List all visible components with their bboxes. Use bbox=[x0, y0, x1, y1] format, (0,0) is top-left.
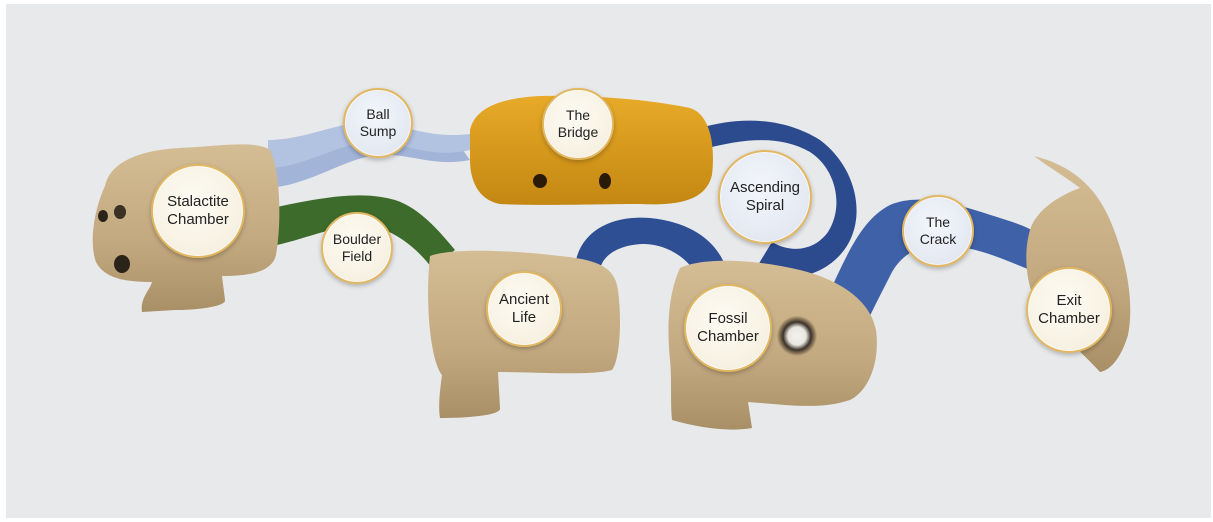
label-ancient-line1: Ancient bbox=[498, 291, 550, 309]
label-crack-line1: The bbox=[925, 214, 951, 231]
label-stalactite-line1: Stalactite bbox=[167, 193, 229, 211]
bridge-hole-left bbox=[533, 174, 547, 188]
label-bridge-line2: Bridge bbox=[557, 124, 599, 140]
label-exit-line2: Chamber bbox=[1038, 310, 1100, 327]
stalactite-hole-3 bbox=[114, 255, 130, 273]
label-crack-line2: Crack bbox=[919, 231, 957, 247]
tunnel-ascending-spiral bbox=[700, 120, 857, 277]
label-ball-sump-line2: Sump bbox=[359, 123, 397, 139]
fossil-tunnel-opening bbox=[777, 316, 817, 356]
cave-model bbox=[92, 95, 1131, 430]
bridge-hole-right bbox=[599, 173, 611, 189]
label-boulder-line1: Boulder bbox=[332, 231, 382, 248]
stalactite-hole-2 bbox=[114, 205, 126, 219]
label-fossil-line2: Chamber bbox=[697, 328, 759, 345]
label-ascending-line2: Spiral bbox=[745, 197, 785, 214]
tunnel-fossil-arch bbox=[575, 217, 725, 280]
label-fossil-line1: Fossil bbox=[708, 310, 748, 328]
label-ancient-line2: Life bbox=[511, 309, 537, 326]
tunnel-ball-sump-upper bbox=[268, 121, 470, 168]
label-stalactite-line2: Chamber bbox=[167, 211, 229, 228]
label-ascending-line1: Ascending bbox=[729, 179, 801, 197]
label-boulder-line2: Field bbox=[341, 248, 373, 264]
tunnel-the-crack bbox=[828, 199, 1045, 320]
label-ball-sump-line1: Ball bbox=[366, 106, 390, 123]
label-bridge-line1: The bbox=[565, 107, 591, 124]
tunnel-boulder-field bbox=[272, 195, 455, 268]
label-exit-line1: Exit bbox=[1056, 292, 1082, 310]
stalactite-hole-1 bbox=[98, 210, 108, 222]
